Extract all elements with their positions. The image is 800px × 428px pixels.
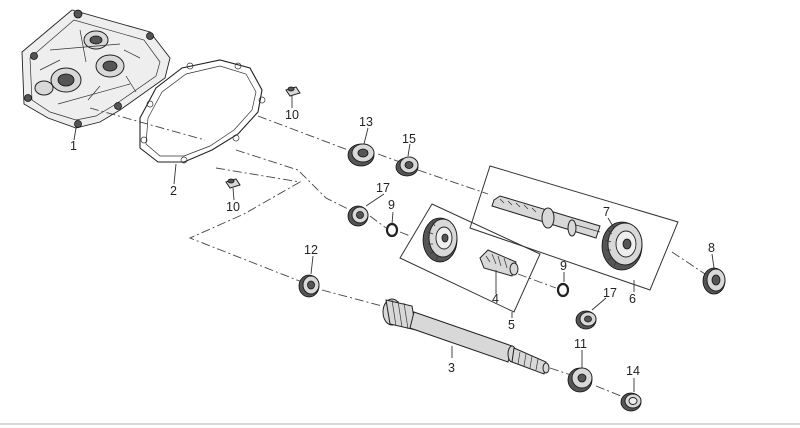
bearing-12[interactable] bbox=[298, 274, 320, 298]
output-shaft-assembly[interactable] bbox=[469, 165, 679, 291]
oil-seal-14[interactable] bbox=[620, 392, 642, 412]
washer-17-lower[interactable] bbox=[575, 310, 597, 330]
label-part-17-upper: 17 bbox=[376, 181, 390, 195]
label-part-4: 4 bbox=[492, 292, 499, 306]
label-part-9-upper: 9 bbox=[388, 198, 395, 212]
countershaft-assembly[interactable] bbox=[399, 203, 541, 313]
bearing-15[interactable] bbox=[395, 156, 419, 177]
label-part-11: 11 bbox=[574, 337, 587, 351]
label-part-6: 6 bbox=[629, 292, 636, 306]
label-part-9-lower: 9 bbox=[560, 259, 567, 273]
label-part-8: 8 bbox=[708, 241, 715, 255]
label-part-12: 12 bbox=[304, 243, 318, 257]
circlip-9-lower[interactable] bbox=[556, 282, 570, 298]
label-part-1: 1 bbox=[70, 139, 77, 153]
leader-lines bbox=[73, 96, 715, 392]
label-part-15: 15 bbox=[402, 132, 416, 146]
circlip-9-upper[interactable] bbox=[385, 222, 399, 238]
assembly-lines bbox=[89, 107, 709, 399]
cover-gasket[interactable] bbox=[139, 59, 266, 164]
washer-17-upper[interactable] bbox=[347, 205, 369, 227]
bearing-8[interactable] bbox=[702, 267, 726, 295]
drive-shaft[interactable] bbox=[382, 298, 550, 375]
dowel-pin-lower[interactable] bbox=[225, 178, 241, 189]
label-part-13: 13 bbox=[359, 115, 373, 129]
label-part-10-lower: 10 bbox=[226, 200, 240, 214]
bearing-13[interactable] bbox=[347, 143, 375, 167]
label-part-7: 7 bbox=[603, 205, 610, 219]
label-part-5: 5 bbox=[508, 318, 515, 332]
label-part-2: 2 bbox=[170, 184, 177, 198]
label-part-3: 3 bbox=[448, 361, 455, 375]
transmission-cover[interactable] bbox=[21, 9, 171, 129]
label-part-14: 14 bbox=[626, 364, 640, 378]
bottom-divider bbox=[0, 423, 800, 425]
label-part-10-upper: 10 bbox=[285, 108, 299, 122]
dowel-pin-upper[interactable] bbox=[285, 86, 301, 97]
bearing-11[interactable] bbox=[567, 367, 593, 393]
label-part-17-lower: 17 bbox=[603, 286, 617, 300]
